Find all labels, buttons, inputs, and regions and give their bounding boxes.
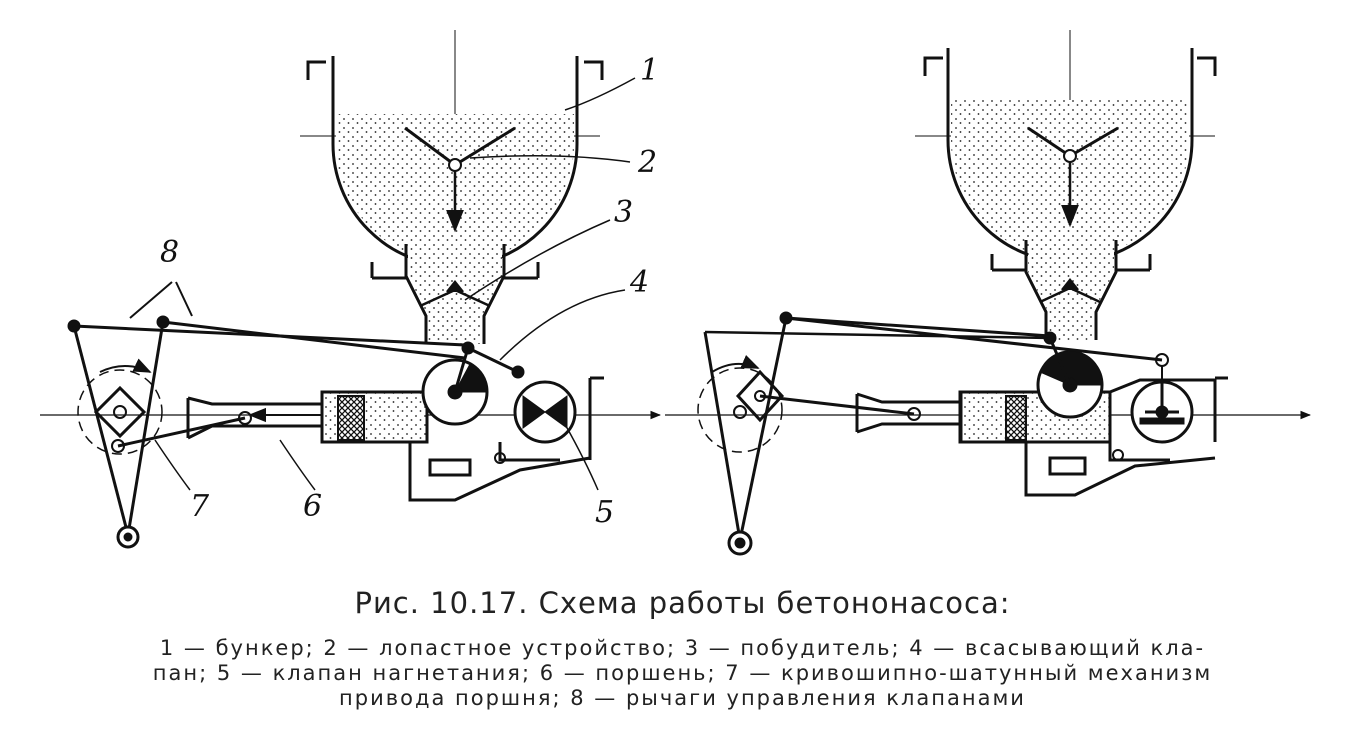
figure-legend: 1 — бункер; 2 — лопастное устройство; 3 …: [60, 636, 1305, 711]
label-8: 8: [160, 235, 179, 270]
suction-valve-right: [1036, 331, 1104, 419]
label-7: 7: [190, 489, 210, 524]
label-5: 5: [595, 495, 614, 530]
pump-body: [320, 376, 604, 502]
crank-mechanism: [77, 358, 246, 455]
control-levers-right: [703, 311, 1163, 556]
concrete-pump-diagram: 1 2 3 4 8 7 6 5: [40, 30, 1312, 556]
agitator-chute-right: [990, 240, 1152, 340]
legend-line-3: привода поршня; 8 — рычаги управления кл…: [339, 686, 1026, 710]
label-2: 2: [637, 145, 657, 180]
pressure-valve-right: [1130, 353, 1194, 444]
crank-mechanism-right: [697, 354, 915, 453]
piston-right: [855, 391, 963, 443]
label-4: 4: [629, 265, 649, 300]
figure-caption-title: Рис. 10.17. Схема работы бетононасоса:: [354, 586, 1011, 620]
label-1: 1: [640, 53, 659, 88]
paddle-device: [404, 126, 516, 233]
legend-line-1: 1 — бункер; 2 — лопастное устройство; 3 …: [159, 636, 1206, 660]
left-scheme: [40, 30, 662, 549]
legend-line-2: пан; 5 — клапан нагнетания; 6 — поршень;…: [152, 661, 1213, 685]
label-6: 6: [303, 489, 322, 524]
right-scheme: [665, 30, 1312, 556]
pressure-valve: [513, 380, 577, 444]
label-3: 3: [614, 195, 633, 230]
agitator-chute: [370, 244, 540, 344]
control-levers: [67, 281, 466, 549]
suction-valve: [421, 341, 525, 426]
paddle-device-right: [1027, 126, 1119, 228]
piston: [186, 396, 322, 440]
